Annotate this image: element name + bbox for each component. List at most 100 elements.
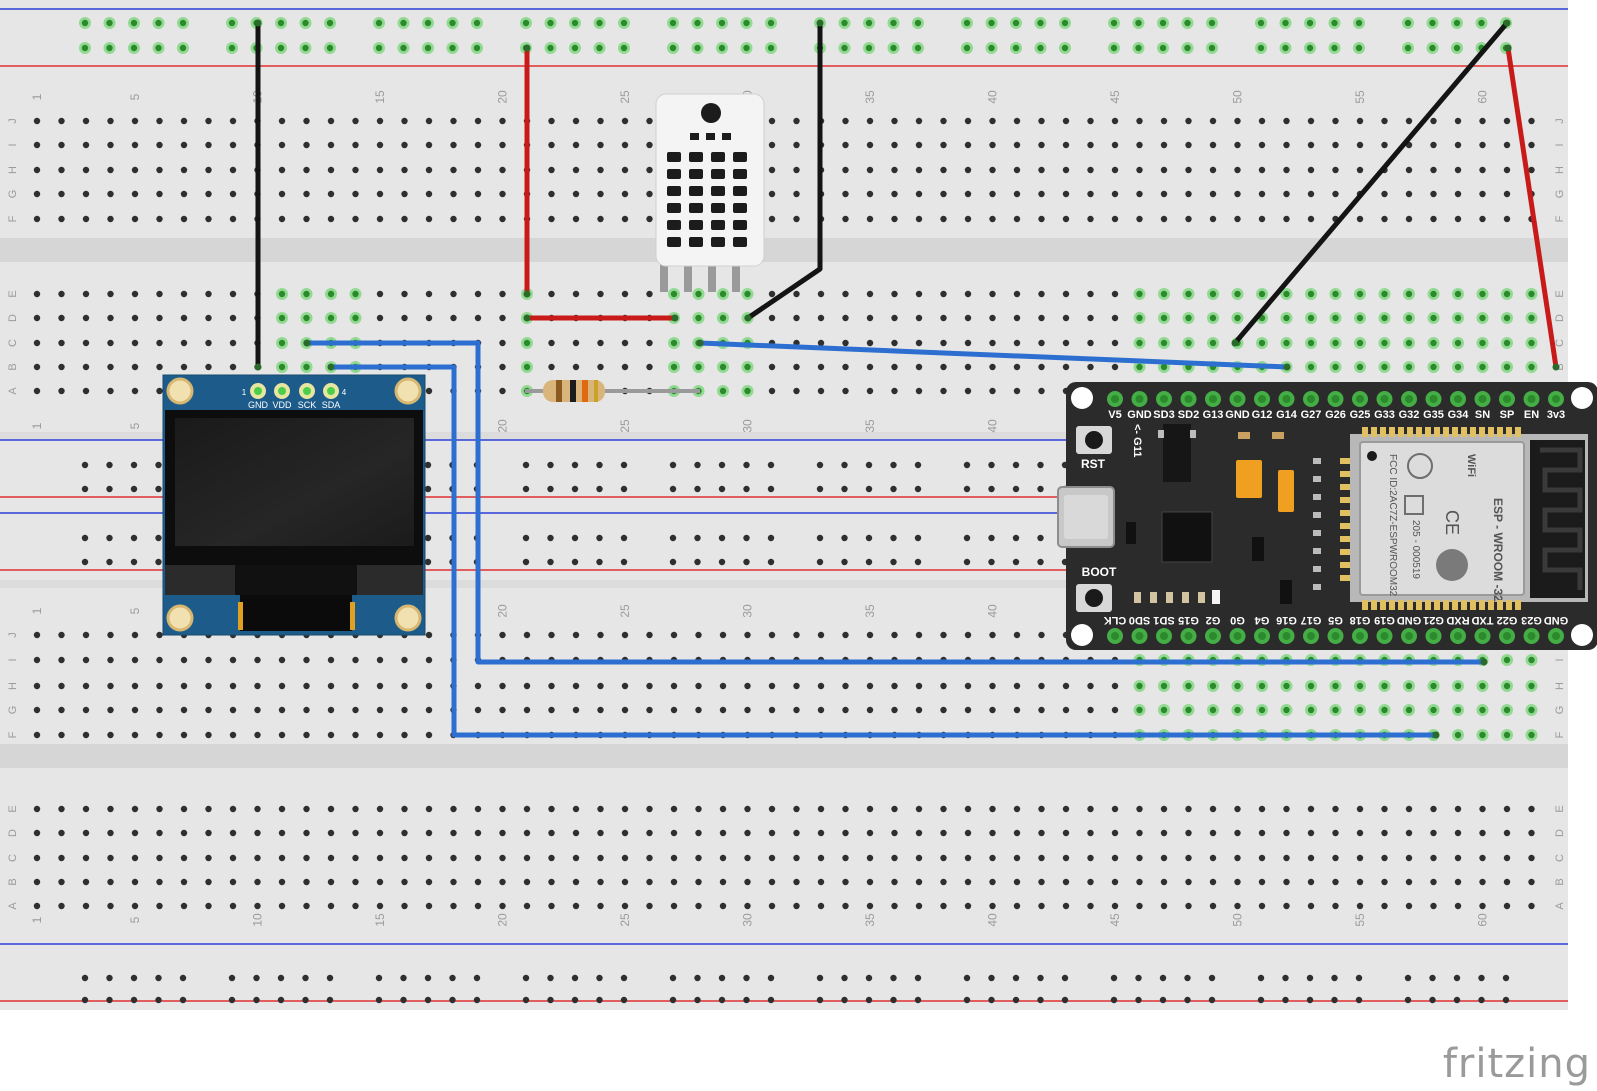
row-lower-bottom-hole: [1479, 805, 1486, 813]
row-lower-top-hole: [229, 682, 237, 690]
rail-hole: [596, 461, 603, 469]
row-lower-top-hole: [842, 682, 849, 690]
rail-hole: [449, 44, 456, 52]
row-lower-top-hole: [523, 706, 531, 714]
row-lower-bottom-hole: [1038, 902, 1045, 910]
row-upper-bottom-hole: [1209, 314, 1217, 322]
row-lower-top-hole: [107, 682, 114, 690]
row-lower-top-hole: [572, 682, 580, 690]
esp32-bottom-pin-label: CLK: [1104, 614, 1127, 626]
row-top-hole: [1062, 141, 1070, 149]
rail-hole: [1404, 44, 1412, 52]
row-top-hole: [352, 215, 359, 223]
row-lower-top-hole: [131, 682, 139, 690]
row-top-hole: [621, 166, 629, 174]
row-upper-bottom-hole: [523, 339, 531, 347]
row-upper-bottom-hole: [621, 363, 629, 371]
row-lower-bottom-hole: [450, 805, 457, 813]
row-lower-bottom-hole: [940, 854, 947, 862]
column-number: 55: [1353, 913, 1367, 927]
row-letter: I: [7, 658, 19, 661]
row-upper-bottom-hole: [131, 387, 139, 395]
row-lower-bottom-hole: [376, 878, 384, 886]
esp32-bottom-pin-label: G0: [1230, 614, 1245, 626]
row-lower-bottom-hole: [303, 854, 310, 862]
row-upper-bottom-hole: [1209, 290, 1217, 298]
row-top-hole: [278, 166, 286, 174]
row-upper-bottom-hole: [1528, 363, 1535, 371]
rail-hole: [1331, 974, 1338, 982]
row-top-hole: [964, 190, 972, 198]
esp32-top-pin-label: G27: [1301, 409, 1322, 421]
rail-hole: [841, 44, 848, 52]
row-lower-bottom-hole: [499, 902, 506, 910]
row-top-hole: [646, 215, 653, 223]
rail-hole: [963, 534, 971, 542]
row-lower-top-hole: [646, 706, 653, 714]
column-number: 40: [986, 604, 1000, 618]
rail-separator: [0, 580, 1568, 588]
row-upper-bottom-hole: [1087, 290, 1094, 298]
row-top-hole: [82, 190, 90, 198]
row-upper-bottom-hole: [82, 339, 90, 347]
row-top-hole: [327, 117, 335, 125]
row-lower-bottom-hole: [1454, 878, 1462, 886]
row-lower-bottom-hole: [352, 805, 359, 813]
row-lower-bottom-hole: [523, 878, 531, 886]
row-top-hole: [1087, 190, 1094, 198]
row-lower-top-hole: [621, 682, 629, 690]
row-upper-bottom-hole: [180, 314, 188, 322]
row-upper-bottom-hole: [768, 387, 776, 395]
row-lower-top-hole: [1087, 682, 1094, 690]
row-lower-bottom-hole: [1038, 829, 1045, 837]
row-upper-bottom-hole: [1356, 290, 1364, 298]
row-lower-bottom-hole: [1234, 829, 1241, 837]
row-lower-bottom-hole: [1381, 805, 1388, 813]
row-lower-top-hole: [1479, 706, 1486, 714]
row-lower-bottom-hole: [1307, 854, 1315, 862]
row-lower-bottom-hole: [499, 805, 506, 813]
rail-hole: [963, 974, 971, 982]
rail-hole: [914, 461, 922, 469]
row-lower-bottom-hole: [254, 805, 261, 813]
row-upper-bottom-hole: [548, 339, 555, 347]
esp32-bottom-pin-label: RXD: [1446, 614, 1469, 626]
rail-hole: [963, 19, 971, 27]
row-upper-bottom-hole: [989, 339, 996, 347]
rail-hole: [1478, 996, 1485, 1004]
row-top-hole: [989, 215, 996, 223]
row-lower-top-hole: [1356, 706, 1364, 714]
row-lower-bottom-hole: [548, 805, 555, 813]
row-upper-bottom-hole: [940, 290, 947, 298]
row-lower-bottom-hole: [842, 829, 849, 837]
row-top-hole: [425, 117, 433, 125]
row-upper-bottom-hole: [1087, 363, 1094, 371]
row-lower-top-hole: [670, 682, 678, 690]
row-letter: D: [1554, 314, 1566, 322]
row-lower-top-hole: [866, 631, 874, 639]
row-lower-bottom-hole: [1136, 854, 1143, 862]
esp32-top-pin-label: SD3: [1153, 409, 1174, 421]
rail-hole: [841, 974, 848, 982]
row-upper-bottom-hole: [1160, 339, 1168, 347]
row-top-hole: [229, 117, 237, 125]
row-lower-top-hole: [474, 706, 482, 714]
rail-hole: [1282, 44, 1289, 52]
row-lower-top-hole: [1136, 706, 1143, 714]
rail-hole: [669, 996, 677, 1004]
row-lower-top-hole: [597, 631, 604, 639]
column-number: 30: [741, 604, 755, 618]
row-lower-bottom-hole: [1209, 854, 1217, 862]
row-upper-bottom-hole: [1479, 290, 1486, 298]
row-upper-bottom-hole: [303, 363, 310, 371]
row-lower-bottom-hole: [940, 829, 947, 837]
row-lower-top-hole: [1013, 631, 1021, 639]
row-lower-bottom-hole: [1209, 902, 1217, 910]
row-upper-bottom-hole: [499, 314, 506, 322]
row-lower-bottom-hole: [1062, 829, 1070, 837]
row-lower-bottom-hole: [1062, 902, 1070, 910]
row-lower-top-hole: [499, 682, 506, 690]
rail-hole: [253, 974, 260, 982]
row-upper-bottom-hole: [940, 314, 947, 322]
column-number: 45: [1108, 90, 1122, 104]
